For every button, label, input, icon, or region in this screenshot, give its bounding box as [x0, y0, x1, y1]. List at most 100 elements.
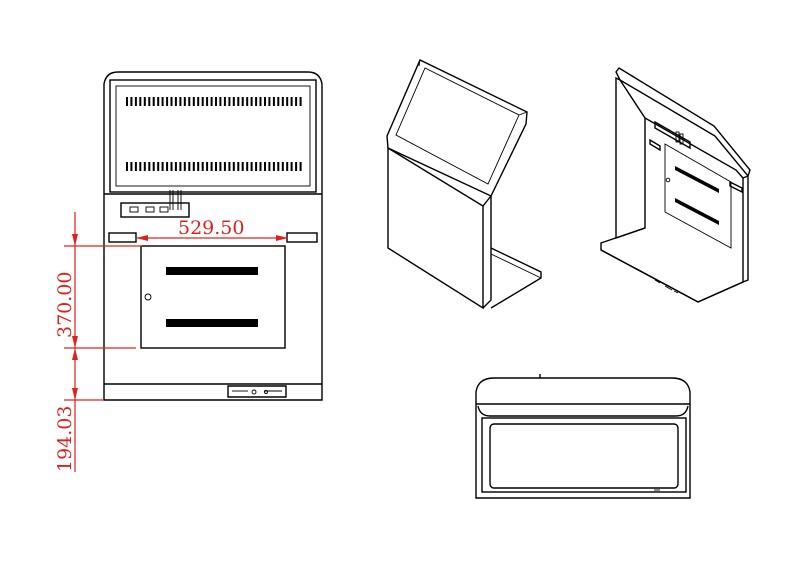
- vent-slot: [286, 97, 289, 106]
- vent-slot: [228, 97, 231, 106]
- screen-panel: [115, 85, 311, 187]
- vent-slot: [143, 97, 146, 106]
- vent-slot: [183, 162, 186, 171]
- vent-slot: [272, 97, 275, 106]
- vent-slot: [134, 97, 137, 106]
- lower-vent-slots: [126, 162, 302, 171]
- kiosk-outline: [103, 71, 323, 401]
- vent-slot: [268, 162, 271, 171]
- vent-slot: [201, 97, 204, 106]
- vent-slot: [290, 162, 293, 171]
- vent-slot: [250, 97, 253, 106]
- iso-screen-glass: [395, 67, 520, 185]
- vent-slot: [183, 97, 186, 106]
- vent-slot: [201, 162, 204, 171]
- vent-slot: [126, 97, 128, 106]
- vent-slot: [161, 97, 164, 106]
- vent-slot: [264, 97, 266, 106]
- vent-slot: [166, 162, 169, 171]
- iso-rear-base: [600, 249, 744, 303]
- vent-slot: [277, 97, 280, 106]
- vent-slot: [255, 97, 258, 106]
- vent-slot: [152, 97, 155, 106]
- vent-slot: [246, 97, 249, 106]
- door-vent-bottom: [166, 319, 258, 327]
- vent-slot: [215, 97, 217, 106]
- top-view-screen: [489, 423, 679, 489]
- iso-rear-edge: [742, 174, 749, 283]
- vent-slot: [232, 97, 235, 106]
- vent-slot: [241, 162, 244, 171]
- vent-slot: [264, 162, 266, 171]
- io-bracket: [120, 202, 190, 218]
- vent-slot: [295, 97, 298, 106]
- height-lower-label: 194.03: [54, 406, 76, 472]
- iso-rear-door: [664, 143, 732, 249]
- vent-slot: [223, 97, 226, 106]
- vent-slot: [210, 97, 213, 106]
- vent-slot: [179, 97, 182, 106]
- screen-bezel: [109, 79, 317, 193]
- vent-slot: [143, 162, 146, 171]
- access-door: [140, 245, 286, 349]
- iso-body-edge: [482, 194, 492, 309]
- vent-slot: [237, 162, 240, 171]
- vent-slot: [259, 97, 262, 106]
- vent-slot: [272, 162, 275, 171]
- door-vent-top: [166, 267, 258, 275]
- vent-slot: [139, 162, 142, 171]
- vent-slot: [197, 97, 200, 106]
- vent-slot: [277, 162, 280, 171]
- front-isometric-view: [386, 59, 542, 310]
- vent-slot: [170, 162, 173, 171]
- vent-slot: [299, 162, 302, 171]
- vent-slot: [130, 162, 133, 171]
- iso-rear-io: [654, 120, 691, 150]
- vent-slot: [290, 97, 293, 106]
- vent-slot: [232, 162, 235, 171]
- left-bracket: [108, 232, 137, 243]
- vent-slot: [192, 162, 195, 171]
- vent-slot: [259, 162, 262, 171]
- vent-slot: [286, 162, 289, 171]
- vent-slot: [174, 97, 177, 106]
- vent-slot: [197, 162, 200, 171]
- vent-slot: [206, 97, 209, 106]
- front-view: [103, 71, 323, 401]
- vent-slot: [161, 162, 164, 171]
- top-view-screen-frame: [481, 417, 687, 493]
- height-upper-label: 370.00: [54, 272, 76, 338]
- vent-slot: [281, 97, 284, 106]
- vent-slot: [166, 97, 169, 106]
- dimension-lines: 529.50 370.00 194.03: [54, 212, 288, 472]
- iso-body-front: [387, 146, 484, 310]
- iso-screen-head: [386, 59, 528, 197]
- vent-slot: [210, 162, 213, 171]
- vent-slot: [299, 97, 302, 106]
- vent-slot: [130, 97, 133, 106]
- iso-foot: [490, 247, 542, 309]
- top-view-outline: [475, 377, 691, 499]
- vent-slot: [219, 162, 222, 171]
- vent-slot: [215, 162, 217, 171]
- vent-slot: [255, 162, 258, 171]
- upper-vent-slots: [126, 97, 302, 106]
- base-plate: [227, 385, 287, 398]
- vent-slot: [179, 162, 182, 171]
- vent-slot: [228, 162, 231, 171]
- iso-rear-left: [615, 76, 646, 239]
- vent-slot: [148, 162, 151, 171]
- vent-slot: [281, 162, 284, 171]
- vent-slot: [170, 97, 173, 106]
- vent-slot: [268, 97, 271, 106]
- top-view-lip: [477, 405, 689, 417]
- vent-slot: [219, 97, 222, 106]
- vent-slot: [295, 162, 298, 171]
- right-bracket: [286, 232, 318, 243]
- iso-rear-back: [600, 117, 744, 303]
- vent-slot: [152, 162, 155, 171]
- vent-slot: [206, 162, 209, 171]
- vent-slot: [250, 162, 253, 171]
- vent-slot: [188, 162, 191, 171]
